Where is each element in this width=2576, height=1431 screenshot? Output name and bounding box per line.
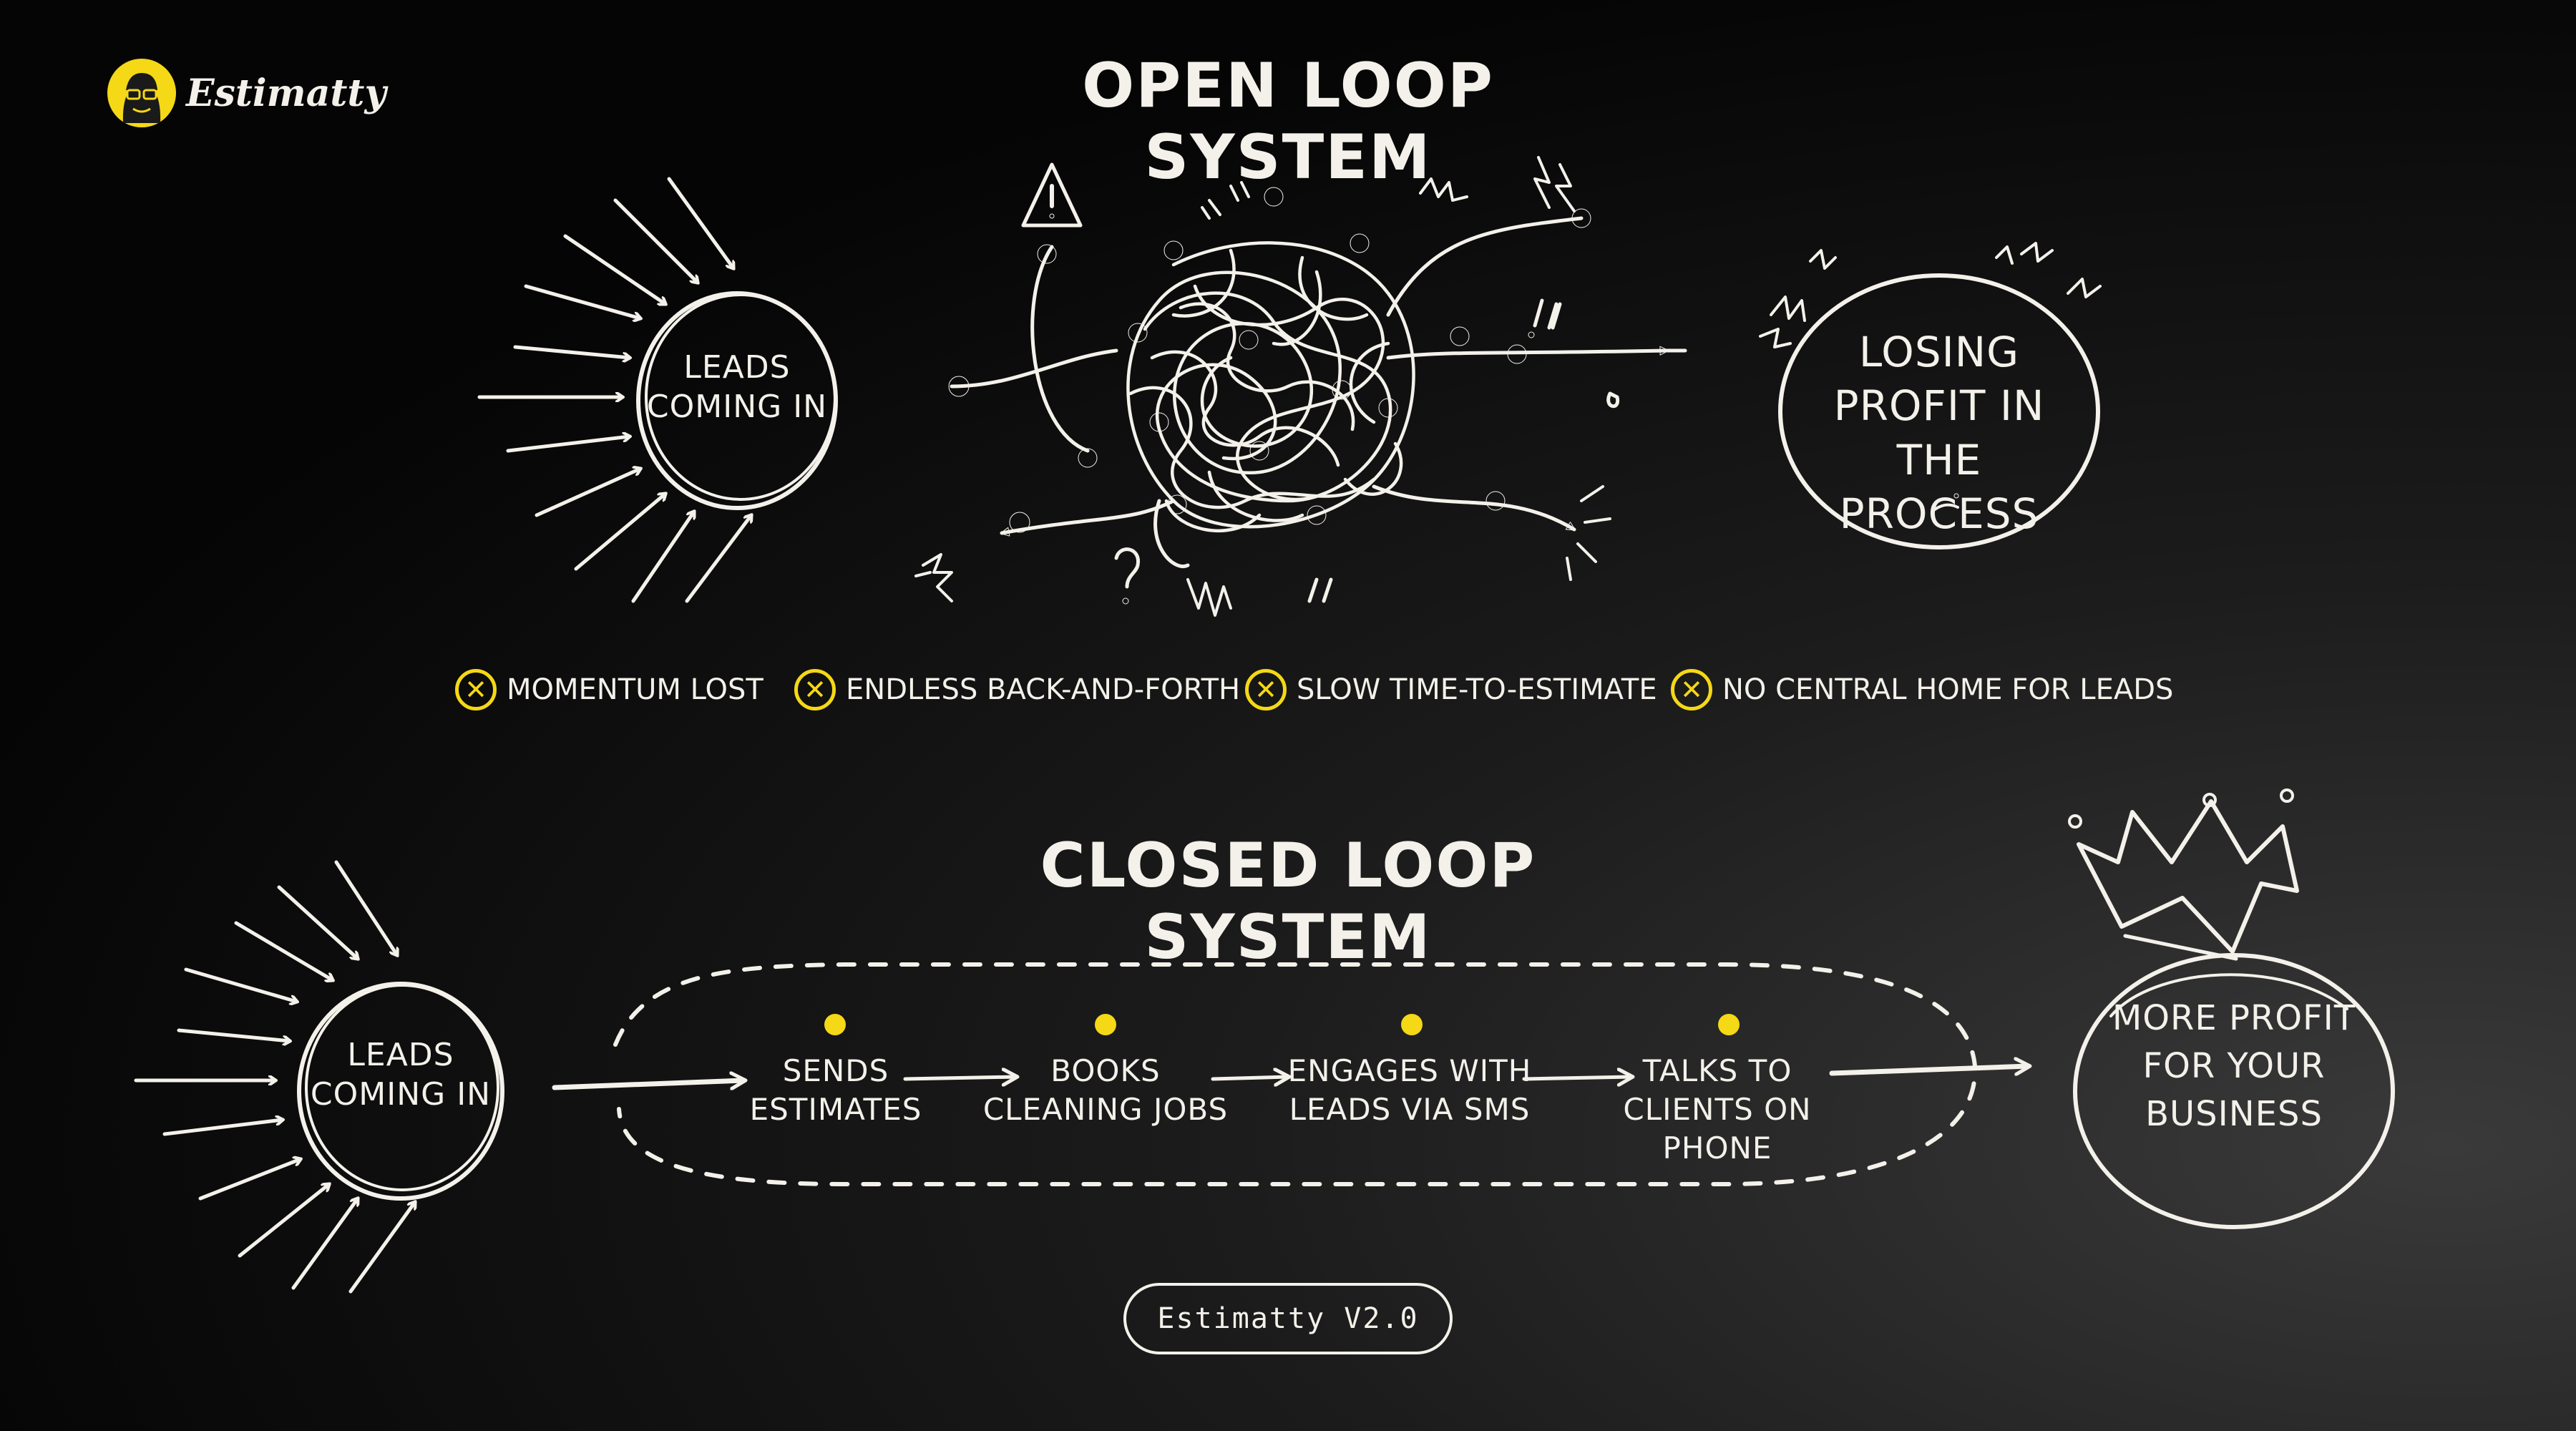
issue-item: ✕ SLOW TIME-TO-ESTIMATE (1245, 669, 1657, 710)
step-label: SENDS ESTIMATES (749, 1053, 922, 1127)
step-label: BOOKS CLEANING JOBS (982, 1053, 1229, 1127)
open-incoming-arrows-icon (477, 177, 838, 603)
step-dot (1401, 1014, 1423, 1035)
issue-item: ✕ ENDLESS BACK-AND-FORTH (794, 669, 1240, 710)
step-dot (1718, 1014, 1740, 1035)
version-badge: Estimatty V2.0 (1123, 1283, 1453, 1354)
step-label: ENGAGES WITH LEADS VIA SMS (1287, 1053, 1532, 1127)
sad-face-icon (1931, 493, 1959, 513)
issue-item: ✕ MOMENTUM LOST (455, 669, 763, 710)
x-icon: ✕ (794, 669, 836, 710)
brand-logo: Estimatty (107, 59, 386, 127)
closed-loop-pipeline (552, 962, 2046, 1186)
open-loop-title: OPEN LOOP SYSTEM (1082, 50, 1494, 193)
tangled-process-icon (914, 156, 1687, 617)
brand-name: Estimatty (186, 71, 386, 115)
crown-profit-icon (2068, 788, 2395, 1229)
losing-profit-circle-icon (1759, 242, 2102, 550)
open-leads-label: LEADS COMING IN (646, 349, 828, 425)
step-dot (824, 1014, 846, 1035)
step-label: TALKS TO CLIENTS ON PHONE (1623, 1053, 1812, 1166)
issue-item: ✕ NO CENTRAL HOME FOR LEADS (1671, 669, 2173, 710)
x-icon: ✕ (1671, 669, 1712, 710)
open-result-label: LOSING PROFIT IN THE PROCESS (1833, 328, 2045, 539)
step-dot (1095, 1014, 1116, 1035)
x-icon: ✕ (1245, 669, 1287, 710)
mascot-avatar-icon (107, 59, 176, 127)
closed-leads-label: LEADS COMING IN (310, 1037, 492, 1113)
closed-incoming-arrows-icon (134, 860, 504, 1294)
x-icon: ✕ (455, 669, 497, 710)
closed-result-label: MORE PROFIT FOR YOUR BUSINESS (2112, 998, 2356, 1135)
closed-loop-title: CLOSED LOOP SYSTEM (1040, 830, 1536, 973)
